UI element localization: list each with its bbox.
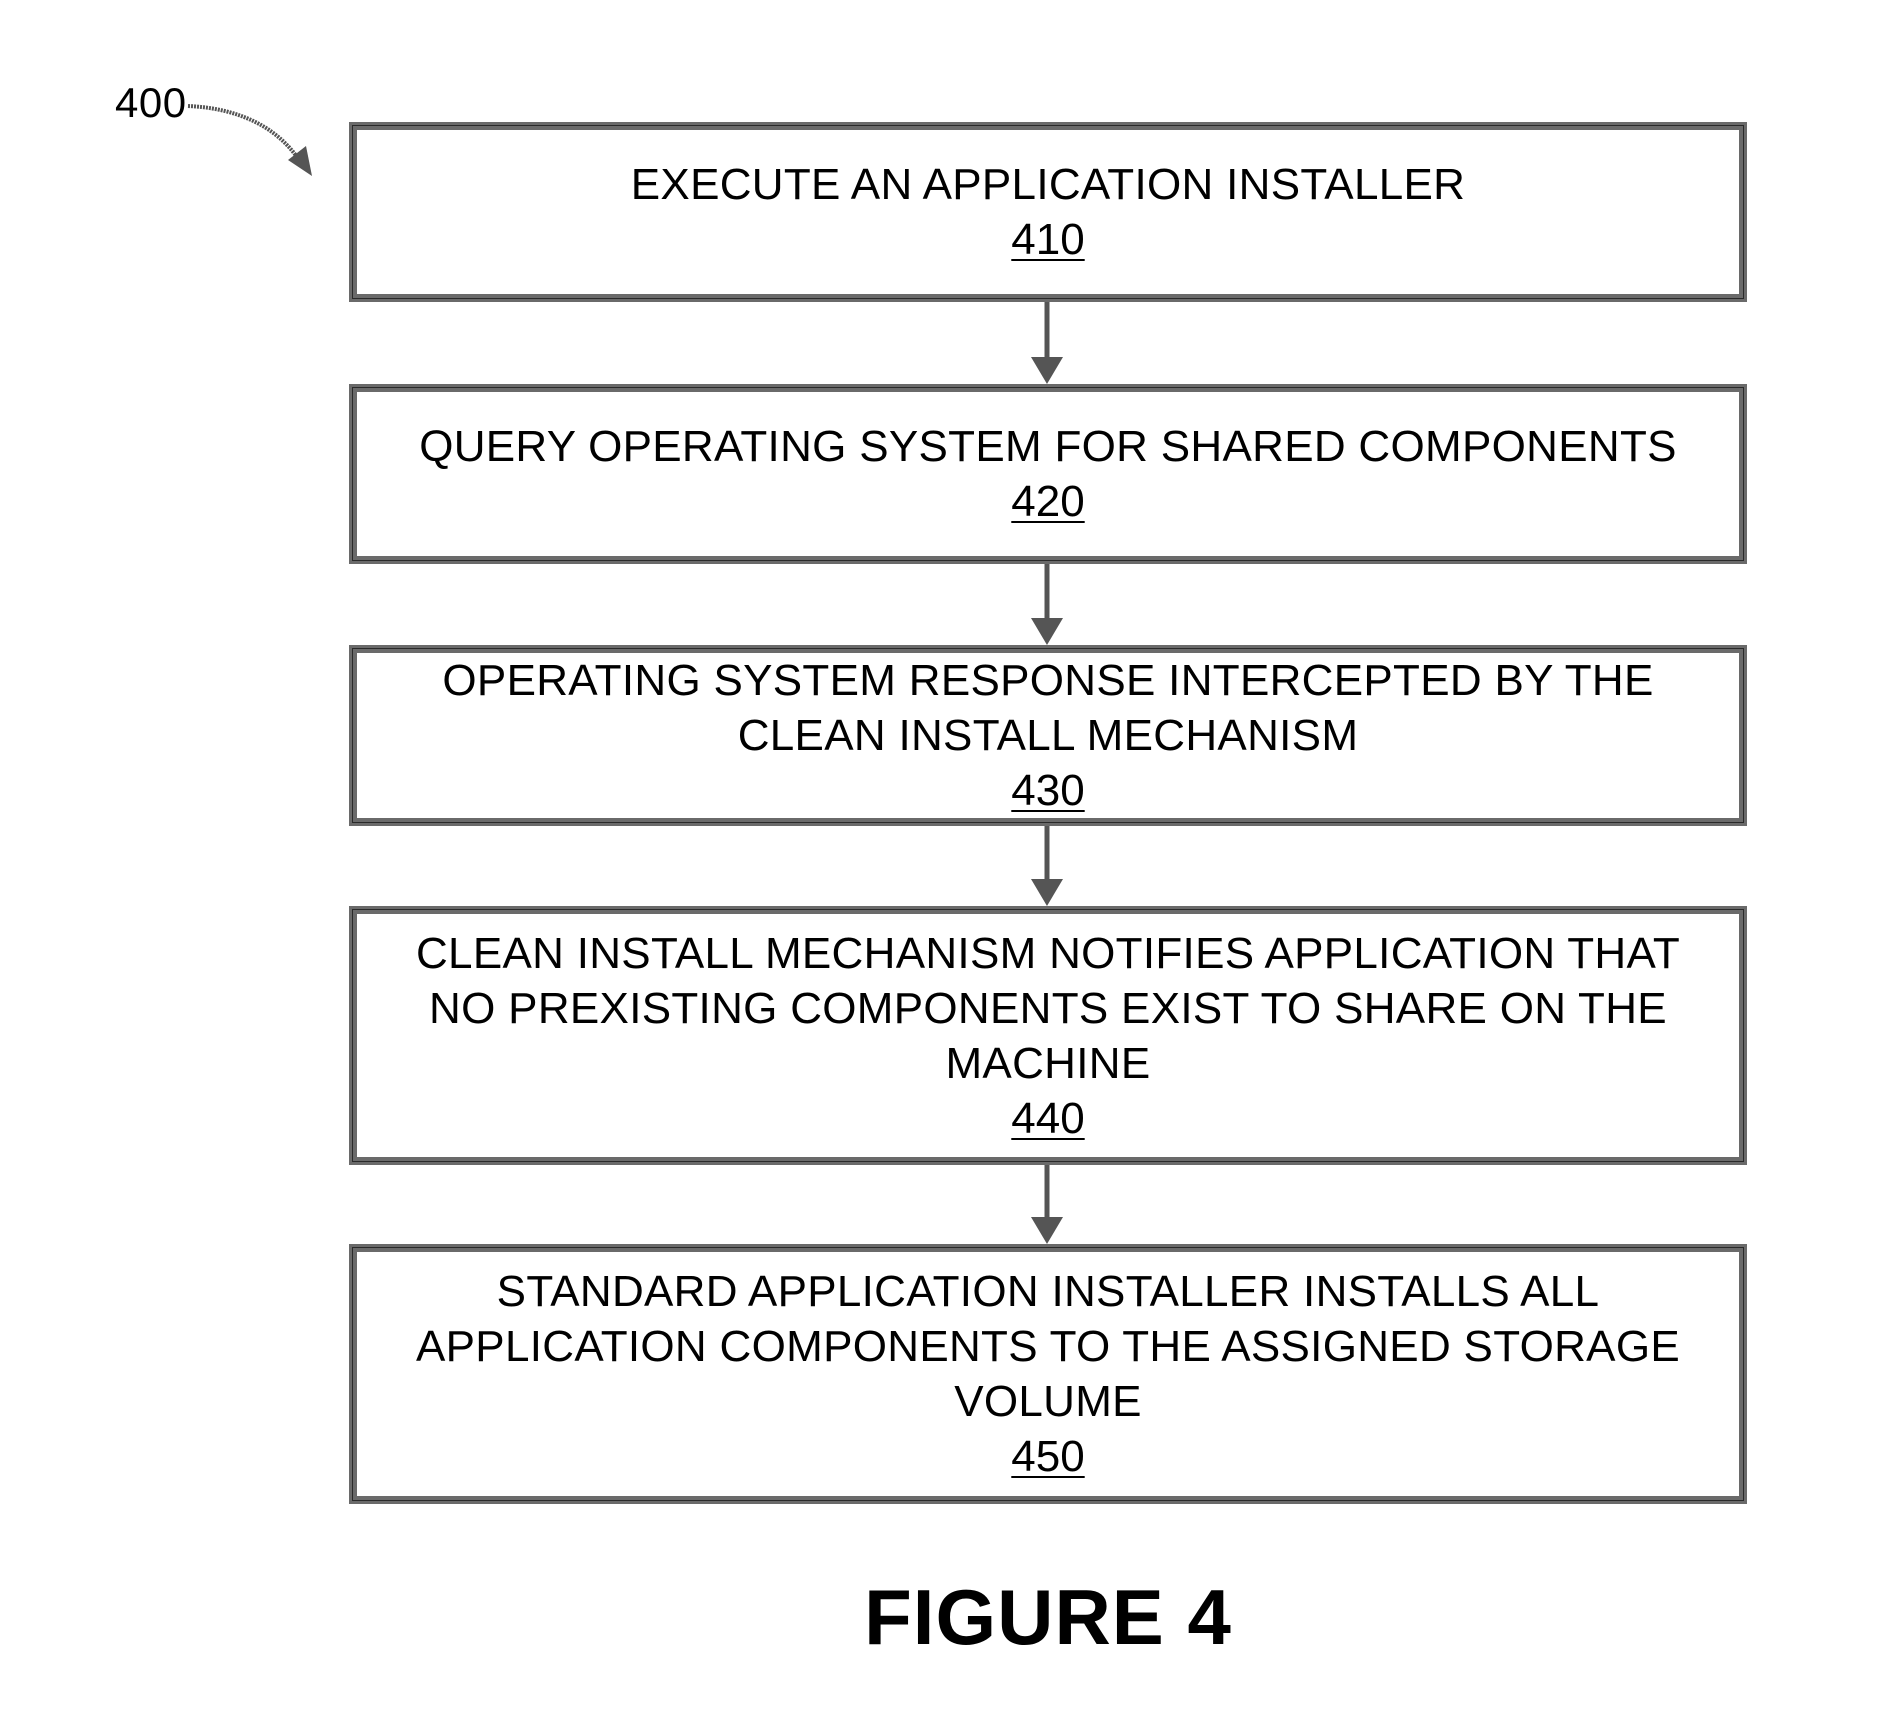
step-number: 430: [1011, 763, 1084, 818]
connector-430-440-head: [1031, 879, 1063, 906]
diagram-reference-number: 400: [115, 82, 187, 124]
step-box-410: EXECUTE AN APPLICATION INSTALLER 410: [349, 122, 1747, 302]
step-box-450: STANDARD APPLICATION INSTALLER INSTALLS …: [349, 1244, 1747, 1504]
step-number: 420: [1011, 474, 1084, 529]
reference-arrow-head: [288, 146, 312, 176]
connector-420-430-head: [1031, 618, 1063, 645]
step-text: EXECUTE AN APPLICATION INSTALLER: [631, 157, 1465, 212]
step-box-440: CLEAN INSTALL MECHANISM NOTIFIES APPLICA…: [349, 906, 1747, 1165]
step-box-420: QUERY OPERATING SYSTEM FOR SHARED COMPON…: [349, 384, 1747, 564]
step-box-430: OPERATING SYSTEM RESPONSE INTERCEPTED BY…: [349, 645, 1747, 826]
step-text: OPERATING SYSTEM RESPONSE INTERCEPTED BY…: [442, 653, 1653, 763]
figure-title: FIGURE 4: [349, 1578, 1747, 1656]
step-number: 440: [1011, 1091, 1084, 1146]
connector-410-420-head: [1031, 357, 1063, 384]
step-text: CLEAN INSTALL MECHANISM NOTIFIES APPLICA…: [416, 926, 1680, 1091]
step-text: QUERY OPERATING SYSTEM FOR SHARED COMPON…: [419, 419, 1677, 474]
step-number: 450: [1011, 1429, 1084, 1484]
step-text: STANDARD APPLICATION INSTALLER INSTALLS …: [416, 1264, 1680, 1429]
connector-440-450-head: [1031, 1217, 1063, 1244]
step-number: 410: [1011, 212, 1084, 267]
reference-arrow: [188, 106, 304, 168]
